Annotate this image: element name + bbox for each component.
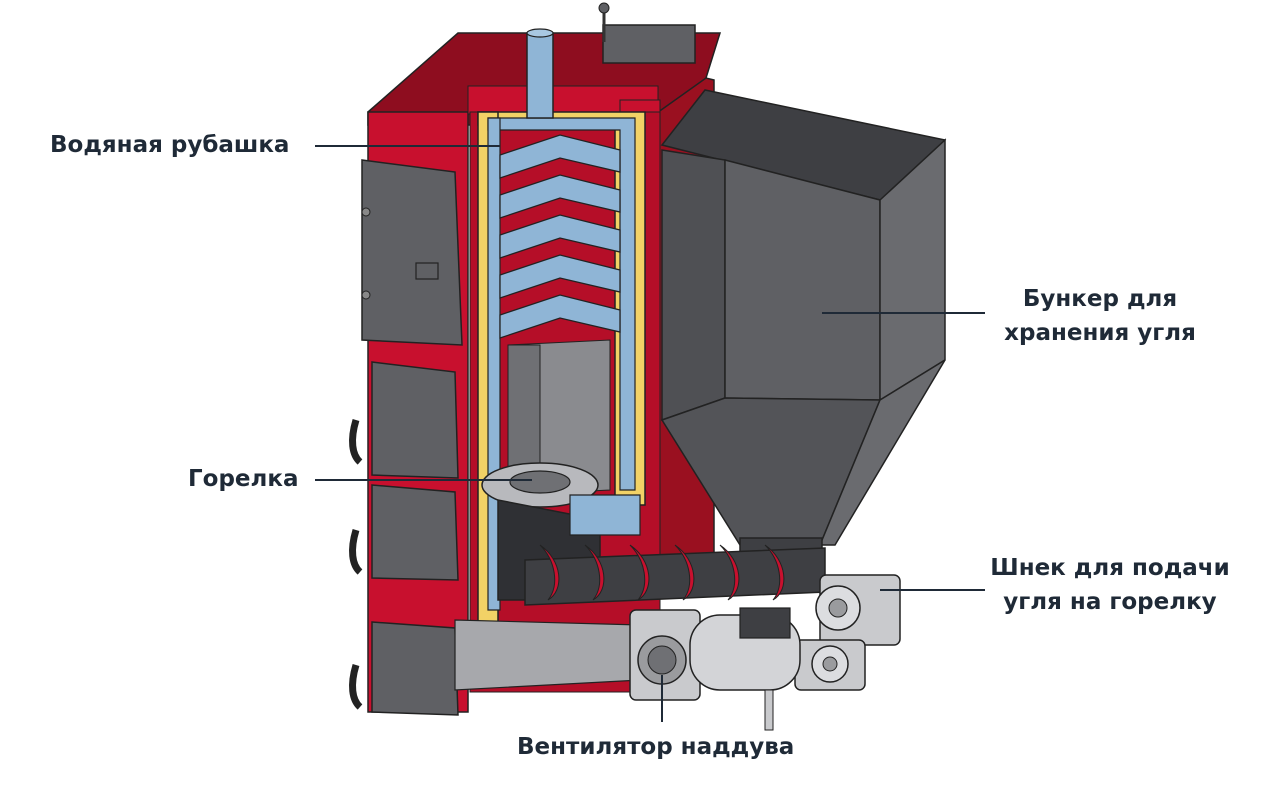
- coal-bunker: [660, 89, 947, 569]
- label-water-jacket: Водяная рубашка: [50, 132, 290, 158]
- ash-pit: [454, 619, 641, 691]
- auger: [524, 544, 826, 606]
- top-controls: [598, 2, 696, 64]
- label-auger-line1: Шнек для подачи: [990, 555, 1230, 581]
- blower-fan: [629, 607, 801, 731]
- label-bunker: Бункер для хранения угля: [990, 282, 1210, 350]
- label-fan: Вентилятор наддува: [517, 734, 795, 760]
- label-bunker-line2: хранения угля: [1004, 320, 1196, 346]
- boiler-doors: [349, 159, 463, 716]
- leader-lines: [315, 145, 985, 722]
- gear-motor: [794, 574, 901, 691]
- label-burner: Горелка: [188, 466, 299, 492]
- label-auger: Шнек для подачи угля на горелку: [985, 551, 1235, 619]
- label-bunker-line1: Бункер для: [1022, 286, 1178, 312]
- label-auger-line2: угля на горелку: [1003, 589, 1217, 615]
